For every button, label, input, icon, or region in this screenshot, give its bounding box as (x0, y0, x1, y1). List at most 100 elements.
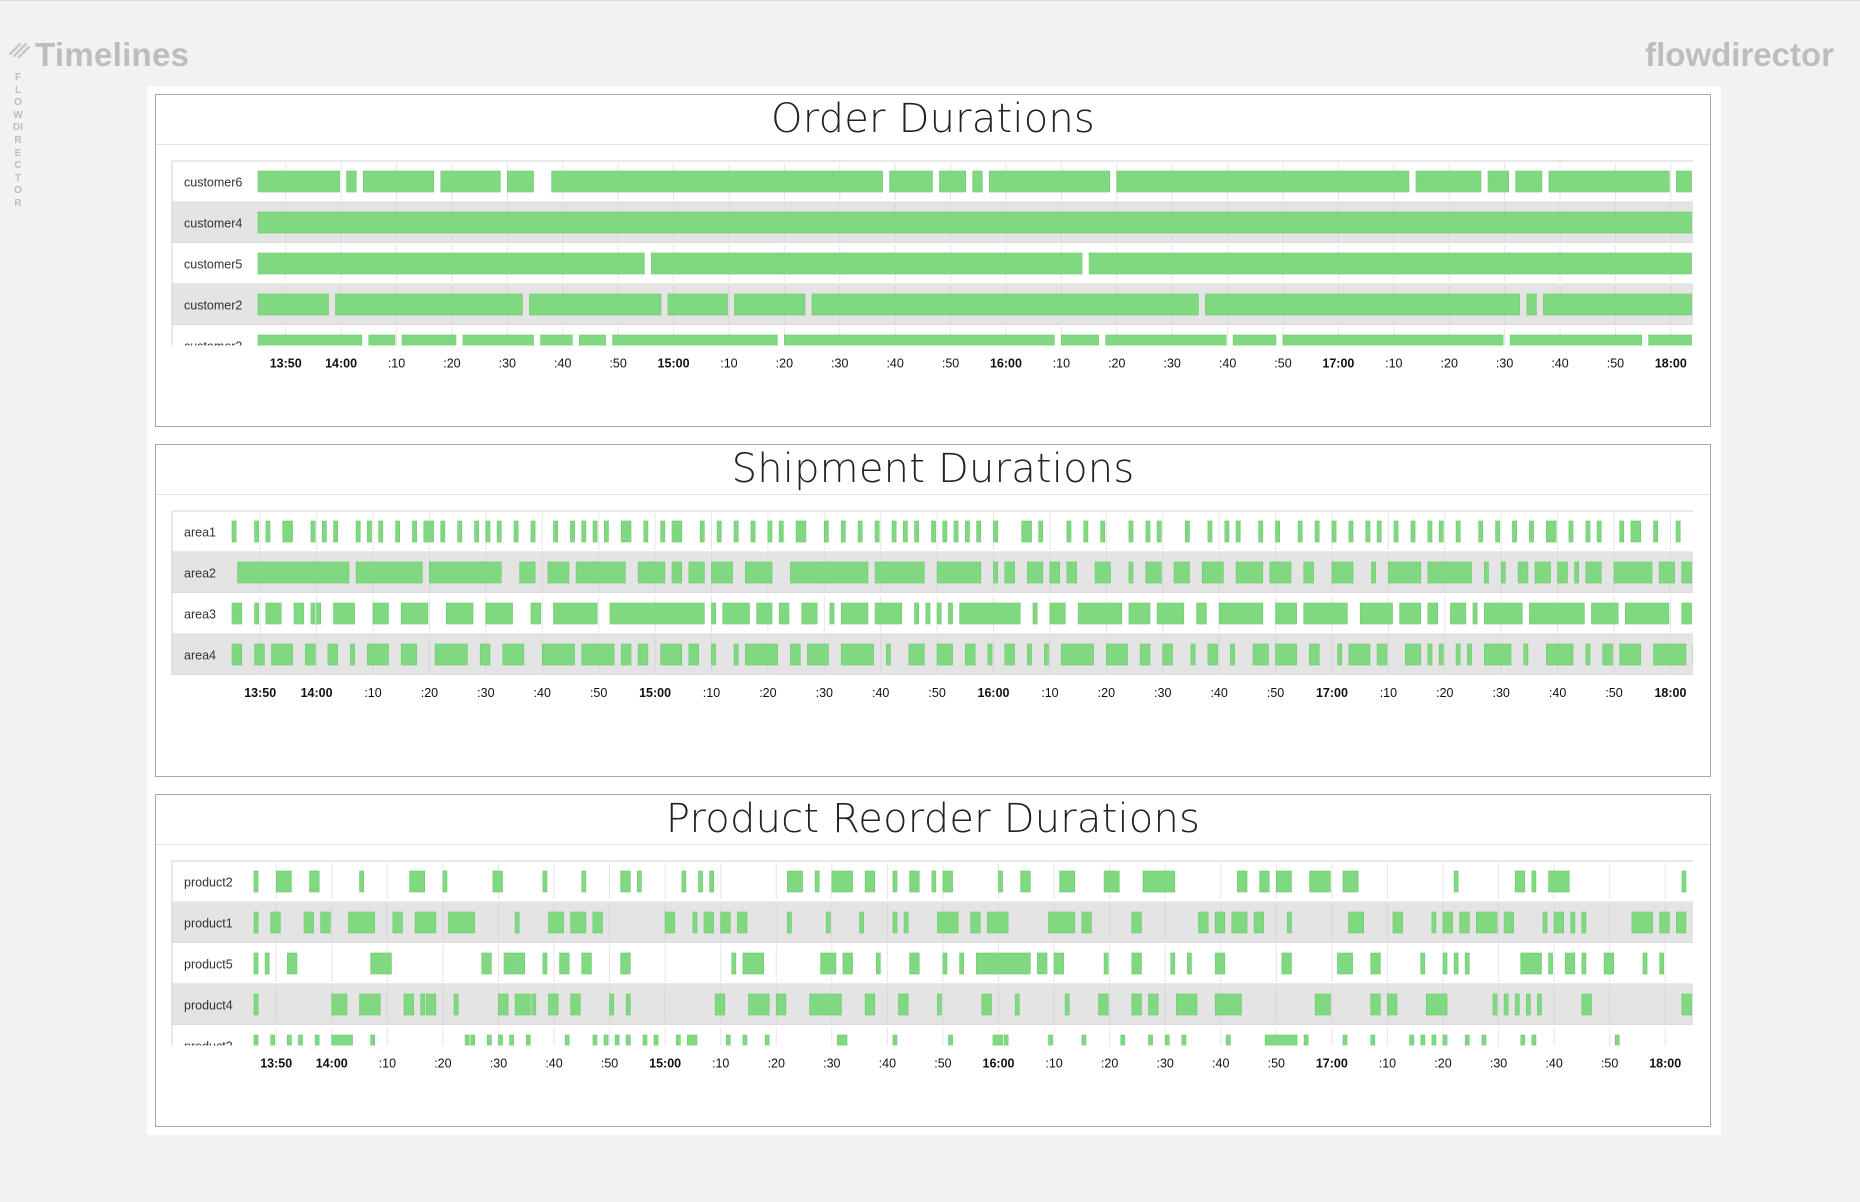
duration-bar (257, 211, 1692, 234)
duration-bar (1259, 870, 1270, 893)
duration-bar (970, 911, 981, 934)
duration-bar (1303, 1034, 1309, 1046)
duration-bar (903, 911, 909, 934)
duration-bar (1526, 993, 1531, 1016)
duration-bar (1681, 993, 1692, 1016)
axis-tick-label: :20 (1436, 686, 1453, 700)
duration-bar (1083, 520, 1089, 543)
top-divider (0, 0, 1860, 1)
duration-bar (346, 170, 357, 193)
duration-bar (1459, 911, 1470, 934)
duration-bar (1066, 520, 1072, 543)
duration-bar (864, 870, 876, 893)
duration-bar (767, 520, 773, 543)
duration-bar (1348, 911, 1364, 934)
row-label: product2 (184, 876, 233, 890)
duration-bar (498, 1034, 503, 1046)
duration-bar (775, 993, 787, 1016)
duration-bar (1514, 870, 1526, 893)
duration-bar (1196, 602, 1207, 625)
axis-tick-label: 13:50 (244, 686, 276, 700)
duration-bar (548, 993, 559, 1016)
duration-bar (1064, 993, 1070, 1016)
duration-bar (745, 561, 773, 584)
row-label: customer2 (184, 299, 242, 313)
duration-bar (395, 520, 401, 543)
duration-bar (778, 520, 784, 543)
axis-tick-label: :10 (712, 1057, 729, 1071)
duration-bar (909, 870, 920, 893)
duration-bar (953, 520, 959, 543)
duration-bar (530, 602, 542, 625)
duration-bar (1170, 952, 1176, 975)
duration-bar (1503, 911, 1515, 934)
duration-bar (1512, 520, 1517, 543)
duration-bar (1427, 520, 1433, 543)
duration-bar (1303, 602, 1348, 625)
duration-bar (1337, 952, 1353, 975)
duration-bar (1331, 520, 1337, 543)
duration-bar (316, 602, 322, 625)
duration-bar (1483, 643, 1512, 666)
duration-bar (1531, 870, 1537, 893)
axis-tick-label: :30 (1154, 686, 1171, 700)
axis-tick-label: :50 (934, 1057, 951, 1071)
duration-bar (1495, 520, 1501, 543)
duration-bar (1370, 1034, 1376, 1046)
duration-bar (1376, 520, 1382, 543)
duration-bar (1094, 561, 1111, 584)
duration-bar (359, 870, 364, 893)
duration-bar (1500, 561, 1506, 584)
duration-bar (1214, 911, 1226, 934)
duration-bar (335, 293, 523, 316)
duration-bar (519, 561, 536, 584)
duration-bar (1162, 643, 1173, 666)
duration-bar (362, 170, 435, 193)
duration-bar (1156, 520, 1162, 543)
axis-tick-label: :30 (831, 357, 848, 371)
duration-bar (642, 1034, 648, 1046)
duration-bar (1145, 520, 1151, 543)
axis-tick-label: :30 (477, 686, 494, 700)
duration-bar (1214, 952, 1226, 975)
duration-bar (257, 293, 329, 316)
duration-bar (514, 993, 531, 1016)
duration-bar (874, 520, 880, 543)
axis-tick-label: 16:00 (990, 357, 1022, 371)
timeline-plot: customer6customer4customer5customer2cust… (172, 161, 1693, 346)
duration-bar (1218, 602, 1264, 625)
duration-bar (1287, 911, 1292, 934)
duration-bar (1066, 561, 1077, 584)
duration-bar (1276, 870, 1292, 893)
duration-bar (1503, 993, 1509, 1016)
app-title: Timelines (35, 36, 190, 73)
duration-bar (1653, 643, 1687, 666)
axis-tick-label: 15:00 (649, 1057, 681, 1071)
duration-bar (481, 952, 492, 975)
duration-bar (942, 520, 948, 543)
duration-bar (507, 170, 534, 193)
duration-bar (1370, 993, 1381, 1016)
duration-bar (931, 520, 936, 543)
duration-bar (1376, 643, 1388, 666)
duration-bar (653, 1034, 659, 1046)
duration-bar (1027, 561, 1044, 584)
duration-bar (671, 520, 683, 543)
duration-bar (1098, 993, 1109, 1016)
duration-bar (1128, 561, 1134, 584)
duration-bar (1269, 561, 1292, 584)
duration-bar (1630, 520, 1642, 543)
duration-bar (1478, 520, 1484, 543)
duration-bar (498, 993, 509, 1016)
duration-bar (1232, 334, 1277, 346)
duration-bar (485, 602, 513, 625)
duration-bar (637, 870, 642, 893)
duration-bar (1464, 1034, 1470, 1046)
duration-bar (496, 520, 502, 543)
duration-bar (320, 911, 331, 934)
duration-bar (1681, 561, 1692, 584)
duration-bar (1431, 1034, 1437, 1046)
axis-tick-label: :40 (1212, 1057, 1229, 1071)
row-label: customer4 (184, 217, 242, 231)
duration-bar (513, 520, 519, 543)
